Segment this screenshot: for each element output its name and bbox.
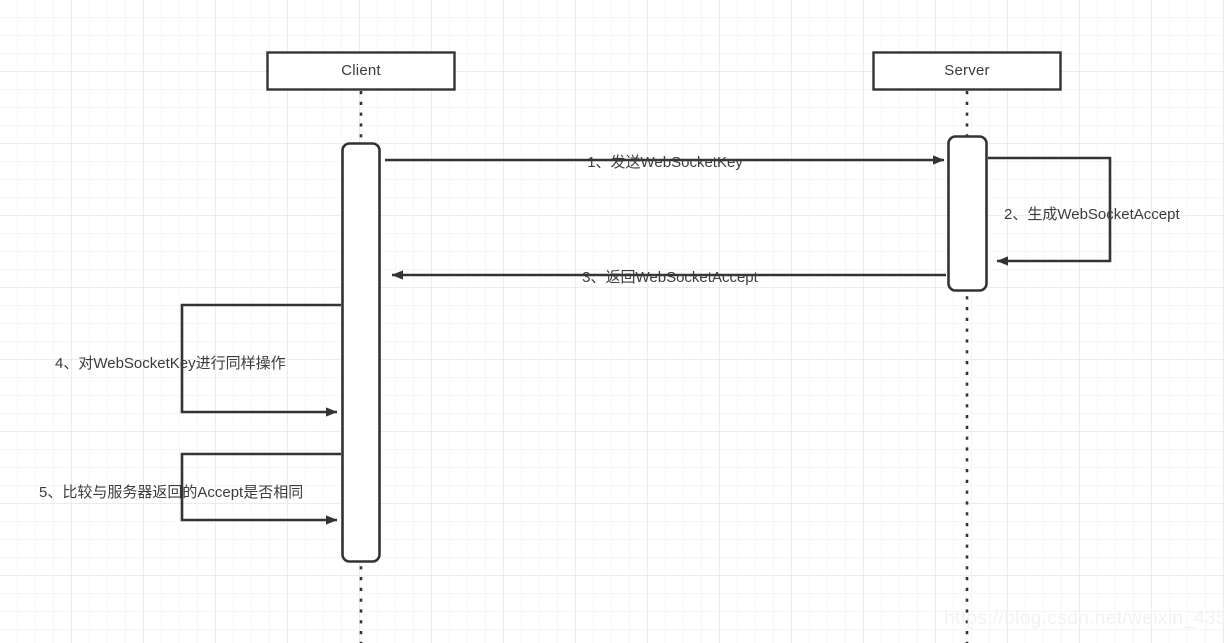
message-label-4: 4、对WebSocketKey进行同样操作 xyxy=(55,355,286,372)
message-label-5: 5、比较与服务器返回的Accept是否相同 xyxy=(39,484,304,501)
message-label-2: 2、生成WebSocketAccept xyxy=(1004,206,1180,223)
message-arrow-5-self-loop[interactable] xyxy=(180,452,341,525)
message-arrow-2-self-loop[interactable] xyxy=(988,156,1112,266)
message-arrow-4-self-loop[interactable] xyxy=(180,303,341,417)
participant-box-server[interactable] xyxy=(872,51,1062,91)
participant-box-client[interactable] xyxy=(266,51,456,91)
message-label-1: 1、发送WebSocketKey xyxy=(587,154,743,171)
activation-bar-client[interactable] xyxy=(341,142,381,563)
activation-bar-server[interactable] xyxy=(947,135,988,292)
message-label-3: 3、返回WebSocketAccept xyxy=(582,269,758,286)
